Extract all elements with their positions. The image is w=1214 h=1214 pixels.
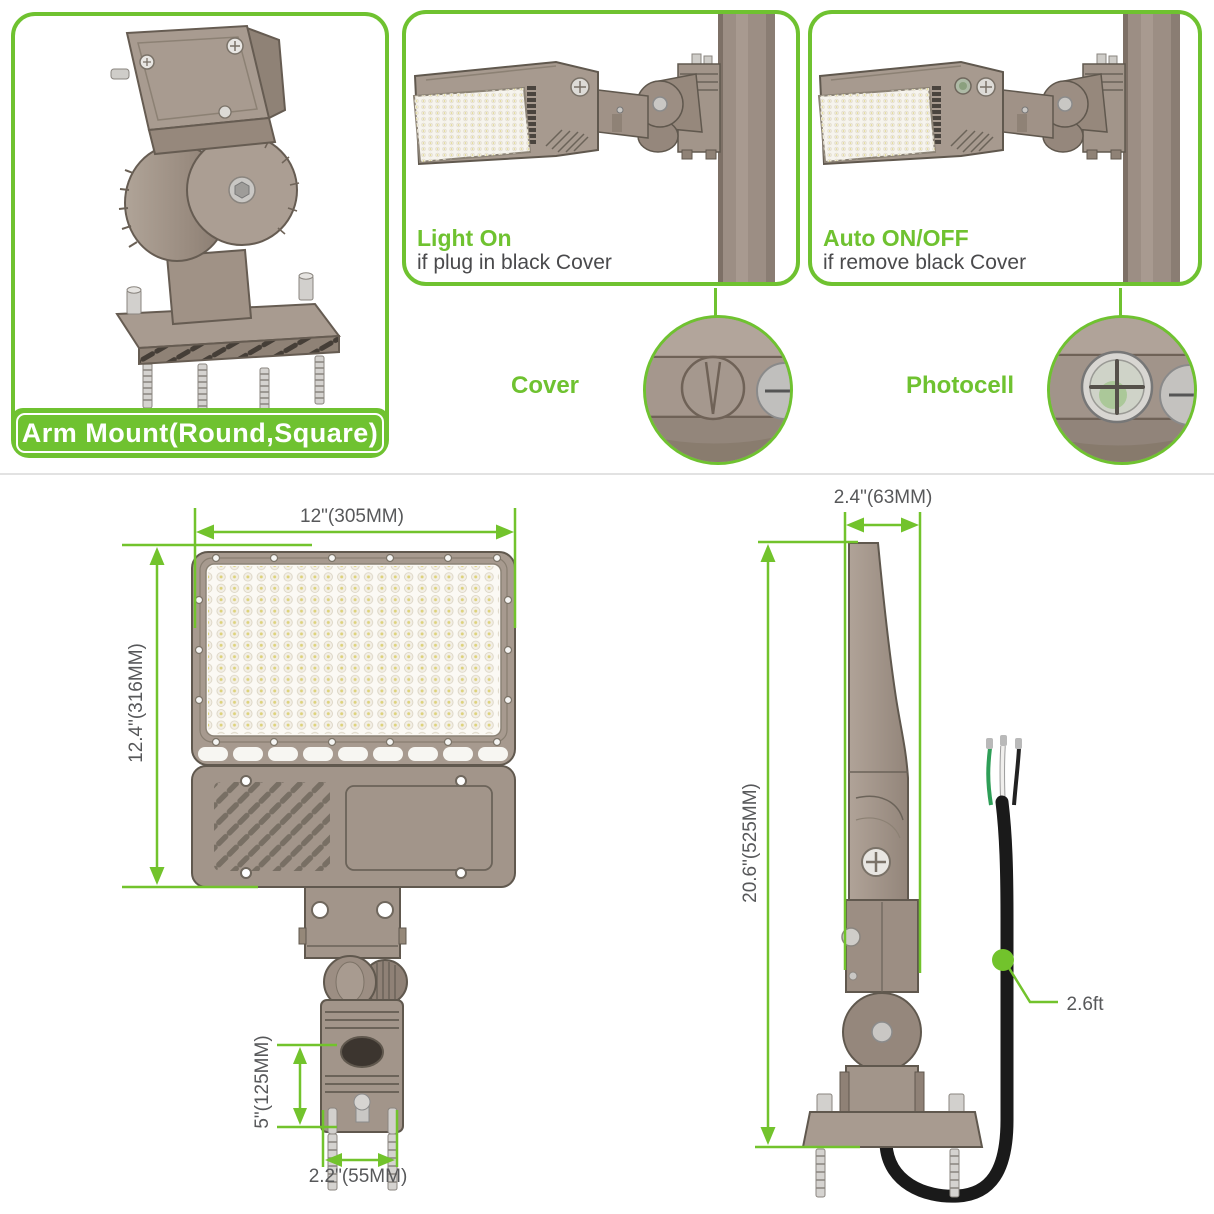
arm-mount-caption: Arm Mount(Round,Square) [11,408,389,458]
arm-mount-panel [11,12,389,458]
swivel-knuckle [1041,73,1108,153]
photocell-callout-circle [1047,315,1197,465]
pole [1123,14,1180,282]
side-knuckle [842,992,922,1072]
auto-onoff-subtitle: if remove black Cover [823,251,1027,274]
bracket-width-label: 2.2"(55MM) [308,1166,408,1187]
light-on-title: Light On [417,225,512,251]
front-width-label: 12"(305MM) [300,506,404,527]
cover-label: Cover [510,372,580,399]
led-face [817,86,937,164]
cable-length-label: 2.6ft [1066,994,1104,1015]
front-arm [298,886,407,959]
mount-column [165,248,253,326]
cable-point-marker [992,949,1014,971]
fixture-arm [597,89,649,139]
mount-swivel [118,134,300,262]
front-height-label: 12.4"(316MM) [126,643,147,763]
arm-mount-caption-text: Arm Mount(Round,Square) [21,417,379,448]
photocell-closeup-illustration [1050,318,1194,462]
power-cable [879,735,1022,1203]
front-view [122,508,517,1191]
fixture-photocell-illustration [817,14,1180,282]
cover-closeup-illustration [646,318,790,462]
light-on-subtitle: if plug in black Cover [417,251,612,274]
mount-bolts [142,355,325,408]
auto-onoff-title: Auto ON/OFF [823,225,969,251]
side-dimension-lines [755,512,1058,1149]
driver-vents [214,782,330,871]
side-view [755,512,1058,1203]
pole [718,14,775,282]
dimension-drawings [122,508,1058,1203]
fixture-arm [1002,89,1054,139]
arm-mount-illustration [110,24,341,408]
vent-slots [198,747,508,761]
photocell-label: Photocell [905,372,1014,399]
side-bracket [801,1065,984,1198]
light-on-panel [402,10,800,286]
side-body [848,542,909,901]
side-arm [841,899,919,993]
front-swivel [323,955,408,1009]
led-face [412,86,532,164]
front-dimension-lines [122,508,517,1167]
mount-top-plate [110,24,287,156]
cover-callout-circle [643,315,793,465]
auto-onoff-panel [808,10,1202,286]
bracket-height-label: 5"(125MM) [252,1035,273,1129]
cover-callout-connector [714,288,717,317]
side-height-label: 20.6"(525MM) [740,783,761,903]
fixture-on-pole-illustration [412,14,775,282]
side-depth-label: 2.4"(63MM) [833,487,933,508]
driver-screws [240,775,467,879]
section-divider [0,473,1214,475]
frame-screws [194,553,513,747]
photocell-callout-connector [1119,288,1122,317]
cover-plug [680,355,746,421]
